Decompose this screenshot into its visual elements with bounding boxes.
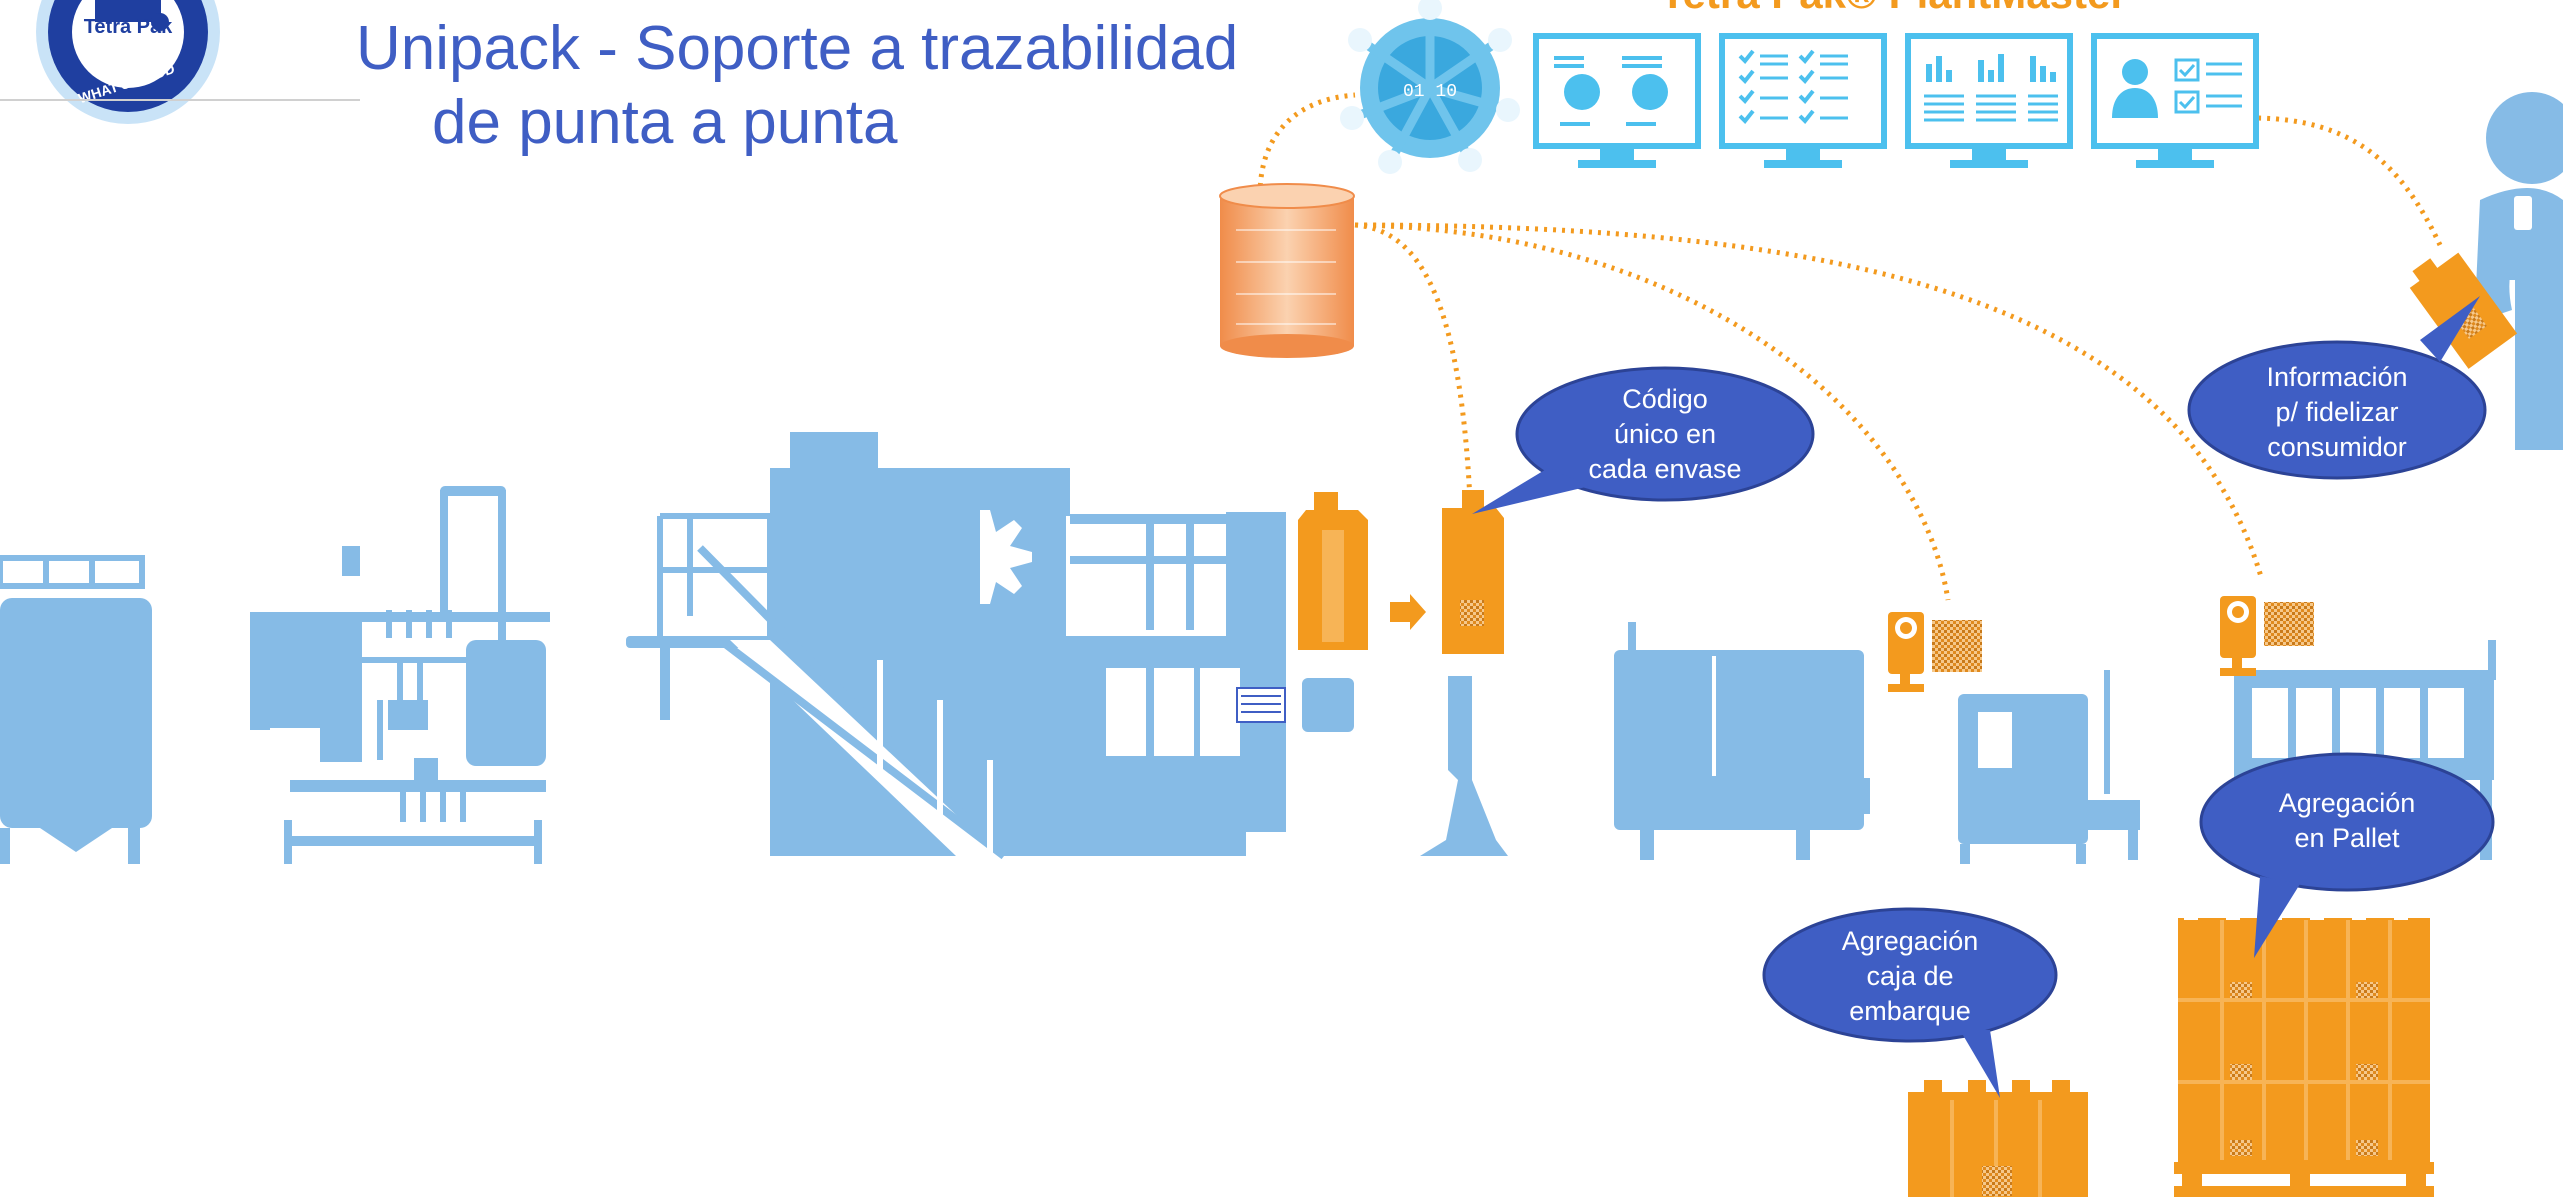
tetra-pak-logo: Tetra Pak WHAT'S GOOD [36, 0, 220, 124]
bubble-line: embarque [1849, 996, 1971, 1026]
connection-lines [1257, 92, 2443, 601]
shipping-case [1908, 1080, 2088, 1197]
plantmaster-title: Tetra Pak® PlantMaster [1660, 0, 2127, 18]
process-line [0, 432, 2496, 864]
bubble-line: Código [1622, 384, 1708, 414]
pallet-camera [2220, 596, 2314, 676]
db-to-case-camera-line [1354, 222, 1951, 601]
bubble-informacion [2187, 296, 2487, 480]
title-line-2: de punta a punta [432, 88, 898, 157]
filling-machine [626, 432, 1286, 860]
speech-bubbles [1472, 296, 2495, 1098]
case-camera [1888, 612, 1982, 692]
bubble-pallet [2199, 752, 2495, 958]
db-to-pallet-camera-line [1354, 222, 2265, 581]
database-icon [1219, 183, 1355, 358]
qr-code-icon [2264, 602, 2314, 646]
monitor-icon [2091, 33, 2259, 168]
monitor-icon [1719, 33, 1887, 168]
svg-text:01 10: 01 10 [1403, 82, 1457, 102]
title-line-1: Unipack - Soporte a trazabilidad [356, 14, 1239, 83]
tank-machine [0, 555, 152, 864]
package-no-code [1298, 492, 1368, 650]
bubble-codigo [1472, 366, 1815, 514]
bubble-line: caja de [1866, 961, 1954, 991]
qr-code-icon [1460, 600, 1484, 626]
person-icon [2475, 92, 2563, 450]
case-station-machine [1958, 670, 2140, 864]
monitor-icon [1905, 33, 2073, 168]
bubble-caja [1762, 907, 2058, 1098]
package-output-stand [1302, 676, 1508, 856]
bubble-line: p/ fidelizar [2275, 397, 2399, 427]
globe-network-icon: 01 10 [1340, 0, 1520, 174]
monitor-icon [1533, 33, 1701, 168]
bubble-line: en Pallet [2294, 823, 2400, 853]
bubble-codigo-text: Código único en cada envase [1545, 382, 1785, 487]
bubble-line: Información [2266, 362, 2408, 392]
bubble-line: Agregación [2278, 788, 2416, 818]
bubble-pallet-text: Agregación en Pallet [2227, 786, 2467, 856]
bubble-line: único en [1613, 419, 1717, 449]
phone-icon [2514, 196, 2532, 230]
db-to-package-line [1354, 222, 1473, 501]
package-with-code [1442, 490, 1504, 654]
bubble-line: cada envase [1588, 454, 1742, 484]
logo-brand: Tetra Pak [84, 16, 173, 38]
qr-code-icon [1932, 620, 1982, 672]
page-title: Unipack - Soporte a trazabilidad de punt… [356, 12, 1238, 160]
qr-code-icon [1982, 1166, 2012, 1196]
bubble-line: Agregación [1841, 926, 1979, 956]
db-to-globe-line [1257, 92, 1356, 196]
case-packer-machine [1614, 622, 1870, 860]
bubble-line: consumidor [2267, 432, 2407, 462]
plantmaster-monitors [1533, 33, 2259, 168]
bubble-informacion-text: Información p/ fidelizar consumidor [2217, 360, 2457, 465]
arrow-icon [1390, 594, 1426, 630]
processing-unit [250, 486, 550, 864]
monitors-to-consumer-line [2257, 115, 2443, 247]
bubble-caja-text: Agregación caja de embarque [1790, 924, 2030, 1029]
pallet-stack [2174, 908, 2434, 1197]
